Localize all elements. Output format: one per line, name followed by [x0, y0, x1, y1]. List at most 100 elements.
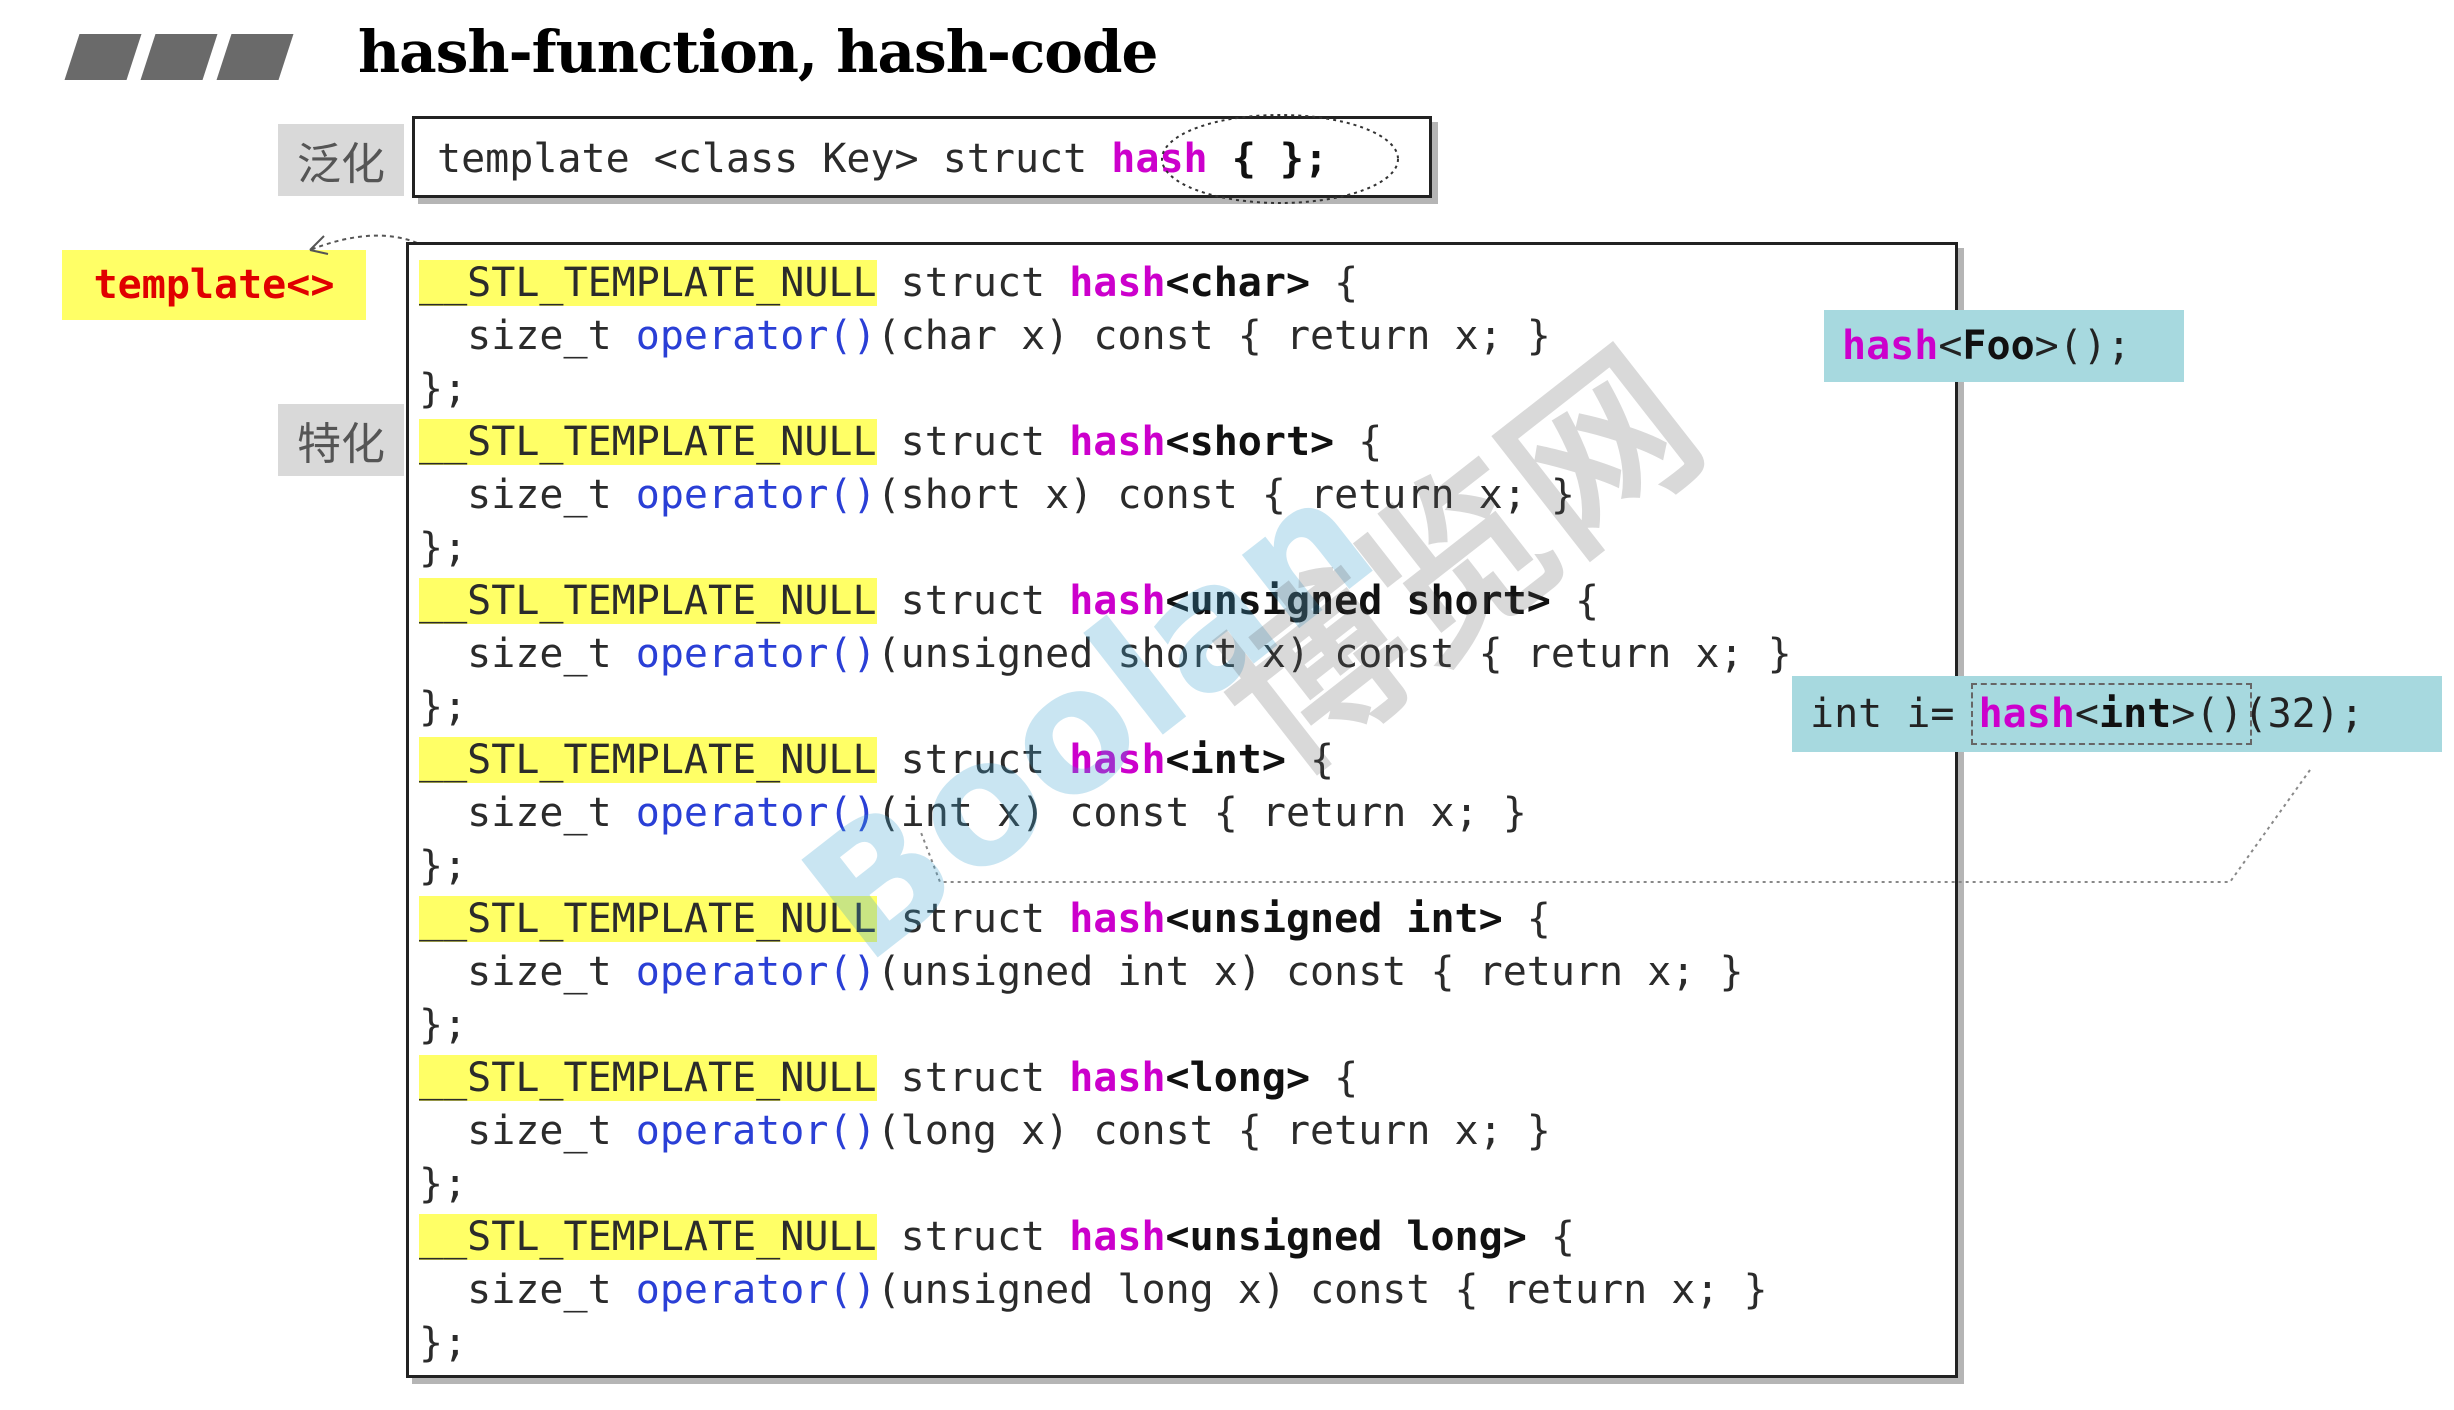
open-brace: {: [1310, 1055, 1359, 1101]
int-call-type: int: [2099, 691, 2172, 737]
specialization-header: __STL_TEMPLATE_NULL struct hash<int> {: [419, 737, 1335, 783]
struct-keyword: struct: [876, 1214, 1070, 1260]
hash-keyword: hash: [1069, 578, 1166, 624]
template-argument: <char>: [1165, 260, 1311, 306]
struct-keyword: struct: [876, 419, 1070, 465]
generalization-label: 泛化: [278, 124, 404, 196]
specialization-close: };: [419, 1323, 467, 1363]
operator-call: operator(): [635, 1267, 877, 1313]
specialization-header: __STL_TEMPLATE_NULL struct hash<char> {: [419, 260, 1359, 306]
title-decoration-bar-1: [64, 34, 142, 80]
operator-body: (int x) const { return x; }: [876, 790, 1527, 836]
title-decoration-bar-2: [140, 34, 218, 80]
int-call-prefix: int i=: [1810, 691, 1979, 737]
operator-body: (unsigned short x) const { return x; }: [876, 631, 1792, 677]
specialization-body: size_t operator()(unsigned long x) const…: [419, 1267, 1768, 1313]
operator-call: operator(): [635, 949, 877, 995]
open-brace: {: [1502, 896, 1551, 942]
close-brace: };: [419, 1002, 468, 1048]
specialization-close: };: [419, 1164, 467, 1204]
template-argument: <short>: [1165, 419, 1335, 465]
operator-call: operator(): [635, 631, 877, 677]
foo-type: Foo: [1962, 323, 2035, 369]
return-type: size_t: [419, 631, 636, 677]
foo-lt: <: [1938, 323, 1963, 369]
struct-keyword: struct: [876, 896, 1070, 942]
operator-body: (char x) const { return x; }: [876, 313, 1551, 359]
curved-arrow: [309, 234, 451, 266]
stl-template-null-macro: __STL_TEMPLATE_NULL: [419, 896, 877, 942]
struct-keyword: struct: [876, 260, 1070, 306]
open-brace: {: [1285, 737, 1335, 783]
open-brace: {: [1526, 1214, 1575, 1260]
template-argument: <unsigned short>: [1165, 578, 1551, 624]
close-brace: };: [419, 1320, 468, 1366]
specialization-close: };: [419, 687, 467, 727]
specialization-label: 特化: [278, 404, 404, 476]
close-brace: };: [419, 366, 468, 412]
stl-template-null-macro: __STL_TEMPLATE_NULL: [419, 1214, 877, 1260]
specialization-header: __STL_TEMPLATE_NULL struct hash<short> {: [419, 419, 1383, 465]
hash-keyword: hash: [1069, 737, 1166, 783]
operator-body: (short x) const { return x; }: [876, 472, 1575, 518]
page-title: hash-function, hash-code: [358, 18, 1158, 86]
specialization-close: };: [419, 1005, 467, 1045]
open-brace: {: [1334, 419, 1383, 465]
close-brace: };: [419, 684, 468, 730]
specialization-close: };: [419, 846, 467, 886]
specialization-body: size_t operator()(int x) const { return …: [419, 793, 1527, 833]
return-type: size_t: [419, 1267, 636, 1313]
operator-call: operator(): [635, 313, 877, 359]
specialization-header: __STL_TEMPLATE_NULL struct hash<unsigned…: [419, 896, 1551, 942]
hash-keyword: hash: [1069, 896, 1166, 942]
specialization-header: __STL_TEMPLATE_NULL struct hash<unsigned…: [419, 1214, 1575, 1260]
hash-keyword: hash: [1069, 1214, 1166, 1260]
callout-leader-line: [919, 769, 2311, 883]
specialization-body: size_t operator()(unsigned short x) cons…: [419, 634, 1792, 674]
foo-hash-keyword: hash: [1842, 323, 1939, 369]
int-call-hash-keyword: hash: [1978, 691, 2075, 737]
dotted-ellipse-highlight: [1161, 114, 1399, 204]
return-type: size_t: [419, 790, 636, 836]
int-call-rest: >(): [2171, 691, 2244, 737]
specialization-header: __STL_TEMPLATE_NULL struct hash<unsigned…: [419, 578, 1600, 624]
int-call-lt: <: [2074, 691, 2099, 737]
return-type: size_t: [419, 313, 636, 359]
hash-keyword: hash: [1069, 419, 1166, 465]
specialization-close: };: [419, 528, 467, 568]
specialization-header: __STL_TEMPLATE_NULL struct hash<long> {: [419, 1055, 1359, 1101]
template-argument: <unsigned long>: [1165, 1214, 1527, 1260]
title-decoration-bar-3: [216, 34, 294, 80]
operator-call: operator(): [635, 472, 877, 518]
struct-keyword: struct: [876, 1055, 1070, 1101]
primary-template-hash: hash: [1111, 136, 1208, 182]
return-type: size_t: [419, 1108, 636, 1154]
operator-call: operator(): [635, 1108, 877, 1154]
operator-body: (long x) const { return x; }: [876, 1108, 1551, 1154]
template-argument: <unsigned int>: [1165, 896, 1503, 942]
return-type: size_t: [419, 472, 636, 518]
primary-template-box: template <class Key> struct hash { };: [412, 114, 1432, 204]
struct-keyword: struct: [876, 578, 1070, 624]
int-call-arg: (32);: [2243, 691, 2364, 737]
specialization-body: size_t operator()(long x) const { return…: [419, 1111, 1551, 1151]
struct-keyword: struct: [876, 737, 1070, 783]
template-specialization-tag: template<>: [62, 250, 366, 320]
template-argument: <int>: [1165, 737, 1286, 783]
open-brace: {: [1310, 260, 1359, 306]
primary-template-suffix: { };: [1207, 136, 1329, 182]
hash-foo-callout: hash<Foo>();: [1824, 310, 2184, 382]
return-type: size_t: [419, 949, 636, 995]
operator-body: (unsigned long x) const { return x; }: [876, 1267, 1768, 1313]
primary-template-prefix: template <class Key> struct: [437, 136, 1112, 182]
template-argument: <long>: [1165, 1055, 1311, 1101]
operator-call: operator(): [635, 790, 877, 836]
hash-int-call-callout: int i= hash<int>()(32);: [1792, 676, 2442, 752]
hash-keyword: hash: [1069, 1055, 1166, 1101]
close-brace: };: [419, 525, 468, 571]
stl-template-null-macro: __STL_TEMPLATE_NULL: [419, 260, 877, 306]
operator-body: (unsigned int x) const { return x; }: [876, 949, 1744, 995]
open-brace: {: [1550, 578, 1600, 624]
foo-rest: >();: [2034, 323, 2131, 369]
int-call-hash-expression: hash<int>(): [1970, 683, 2252, 745]
